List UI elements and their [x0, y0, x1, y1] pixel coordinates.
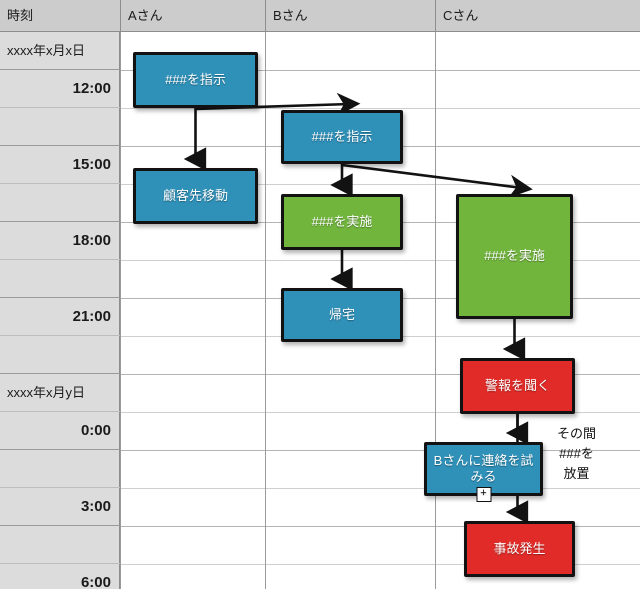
lane-divider-a: [120, 32, 121, 589]
time-axis-row: 3:00: [0, 488, 120, 526]
annotation-line: ###を: [559, 446, 594, 462]
node-b-execute[interactable]: ###を実施: [281, 194, 403, 250]
time-axis-row: xxxx年x月x日: [0, 32, 120, 70]
node-label: 帰宅: [328, 306, 355, 322]
time-axis-label: 21:00: [72, 308, 111, 325]
time-axis-column: [0, 32, 120, 589]
time-axis-row: [0, 336, 120, 374]
time-axis-row: [0, 450, 120, 488]
column-header-row: [0, 0, 640, 32]
node-b-instruct[interactable]: ###を指示: [281, 110, 403, 164]
time-axis-label: 3:00: [80, 498, 111, 515]
lane-grid-line: [120, 108, 640, 109]
node-a-move[interactable]: 顧客先移動: [133, 168, 258, 224]
node-label: 顧客先移動: [162, 187, 228, 203]
node-c-accident[interactable]: 事故発生: [464, 521, 575, 577]
lane-grid-line: [120, 374, 640, 375]
time-axis-row: 0:00: [0, 412, 120, 450]
time-axis-row: 6:00: [0, 564, 120, 589]
time-axis-label: xxxx年x月y日: [7, 385, 86, 400]
node-label: ###を実施: [311, 213, 373, 229]
time-axis-row: 12:00: [0, 70, 120, 108]
time-axis-label: xxxx年x月x日: [7, 43, 86, 58]
lane-divider-b: [265, 32, 266, 589]
node-label: ###を指示: [165, 71, 226, 87]
node-a-instruct[interactable]: ###を指示: [133, 52, 258, 108]
lane-grid-line: [120, 526, 640, 527]
column-header-person-a: Aさん: [120, 0, 265, 32]
lane-grid-line: [120, 260, 640, 261]
neglect-annotation: その間 ###を放置: [557, 424, 596, 484]
node-label: 事故発生: [493, 540, 546, 556]
time-axis-row: 15:00: [0, 146, 120, 184]
time-axis-row: 21:00: [0, 298, 120, 336]
node-c-contact[interactable]: Bさんに連絡を試みる +: [424, 442, 543, 502]
lane-grid-line: [120, 488, 640, 489]
node-b-gohome[interactable]: 帰宅: [281, 288, 403, 342]
expand-plus-icon[interactable]: +: [476, 487, 491, 502]
column-header-time: 時刻: [7, 8, 34, 23]
node-c-alarm[interactable]: 警報を聞く: [460, 358, 575, 414]
time-axis-row: [0, 108, 120, 146]
node-label: 警報を聞く: [484, 377, 550, 393]
lane-grid-line: [120, 564, 640, 565]
time-axis-label: 15:00: [72, 156, 111, 173]
lane-grid-line: [120, 412, 640, 413]
node-c-execute[interactable]: ###を実施: [456, 194, 573, 319]
time-axis-label: 12:00: [72, 80, 111, 97]
annotation-line: その間: [557, 426, 597, 441]
time-axis-row: 18:00: [0, 222, 120, 260]
column-header-person-b: Bさん: [265, 0, 435, 32]
column-header-person-c: Cさん: [435, 0, 640, 32]
lane-grid-line: [120, 70, 640, 71]
time-axis-label: 0:00: [80, 422, 111, 439]
time-axis-row: xxxx年x月y日: [0, 374, 120, 412]
time-axis-row: [0, 184, 120, 222]
lane-divider-c: [435, 32, 436, 589]
annotation-line: 放置: [563, 466, 590, 482]
node-label: ###を指示: [311, 128, 373, 144]
lane-grid-line: [120, 450, 640, 451]
time-axis-label: 18:00: [72, 232, 111, 249]
node-label: ###を実施: [484, 248, 545, 264]
time-axis-row: [0, 526, 120, 564]
time-axis-row: [0, 260, 120, 298]
time-axis-label: 6:00: [80, 574, 111, 589]
node-label: Bさんに連絡を試みる: [433, 452, 534, 484]
